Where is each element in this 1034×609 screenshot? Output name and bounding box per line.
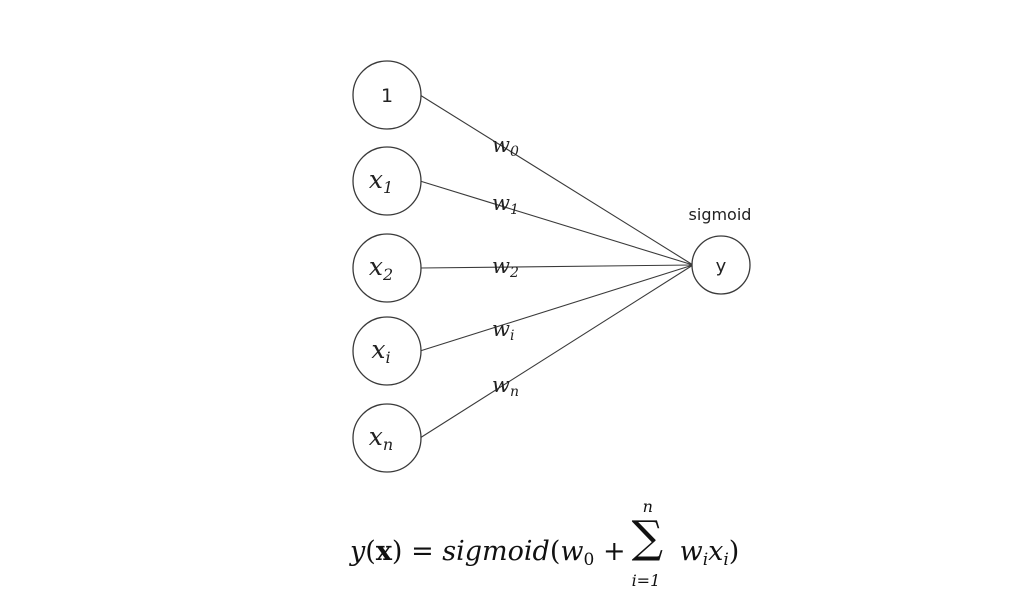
activation-label: sigmoid <box>689 205 752 224</box>
output-node: y <box>691 235 751 295</box>
formula-summation: n∑ i=1 <box>630 497 674 590</box>
weight-label-i: wi <box>492 317 514 344</box>
formula-term-x: x <box>708 536 724 567</box>
formula-rhs-func: sigmoid <box>442 536 550 567</box>
weight-label-2: w2 <box>492 254 519 281</box>
input-label-bias: 1 <box>381 85 393 107</box>
edge-0 <box>419 94 694 266</box>
formula-bias-sub: 0 <box>583 550 595 570</box>
formula-lhs-arg: x <box>375 536 392 567</box>
formula-term-w: w <box>679 536 703 567</box>
edge-1 <box>419 180 694 266</box>
formula-plus: + <box>602 536 626 567</box>
edge-2 <box>419 264 694 269</box>
weight-label-n: wn <box>492 373 519 400</box>
formula-lhs-close: ) <box>391 536 403 567</box>
input-label-x1: x1 <box>369 165 393 197</box>
input-label-xn: xn <box>369 422 393 454</box>
input-node-x1: x1 <box>352 146 422 216</box>
formula-sum-lower: i=1 <box>631 571 661 590</box>
formula-bias-base: w <box>560 536 584 567</box>
formula-rhs-close: ) <box>728 536 740 567</box>
input-label-x2: x2 <box>369 252 393 284</box>
formula-sum-upper: n <box>642 497 653 516</box>
formula-lhs-func: y <box>350 536 366 567</box>
output-label: y <box>716 256 727 277</box>
weight-label-1: w1 <box>492 191 519 218</box>
formula-equals: = <box>411 536 434 567</box>
input-node-x2: x2 <box>352 233 422 303</box>
formula-term-w-sub: i <box>702 550 709 570</box>
edge-n <box>419 264 694 439</box>
formula-term-x-sub: i <box>723 550 729 570</box>
input-node-xi: xi <box>352 316 422 386</box>
weight-label-0: w0 <box>492 133 519 160</box>
input-node-bias: 1 <box>352 60 422 130</box>
input-node-xn: xn <box>352 403 422 473</box>
perceptron-diagram: w0 w1 w2 wi wn 1 x1 x2 xi xn <box>352 60 752 473</box>
formula-sum-symbol: ∑ <box>631 512 663 563</box>
formula-lhs-open: ( <box>365 536 376 567</box>
edge-i <box>419 264 694 352</box>
formula-rhs-open: ( <box>549 536 561 567</box>
input-label-xi: xi <box>371 335 390 367</box>
